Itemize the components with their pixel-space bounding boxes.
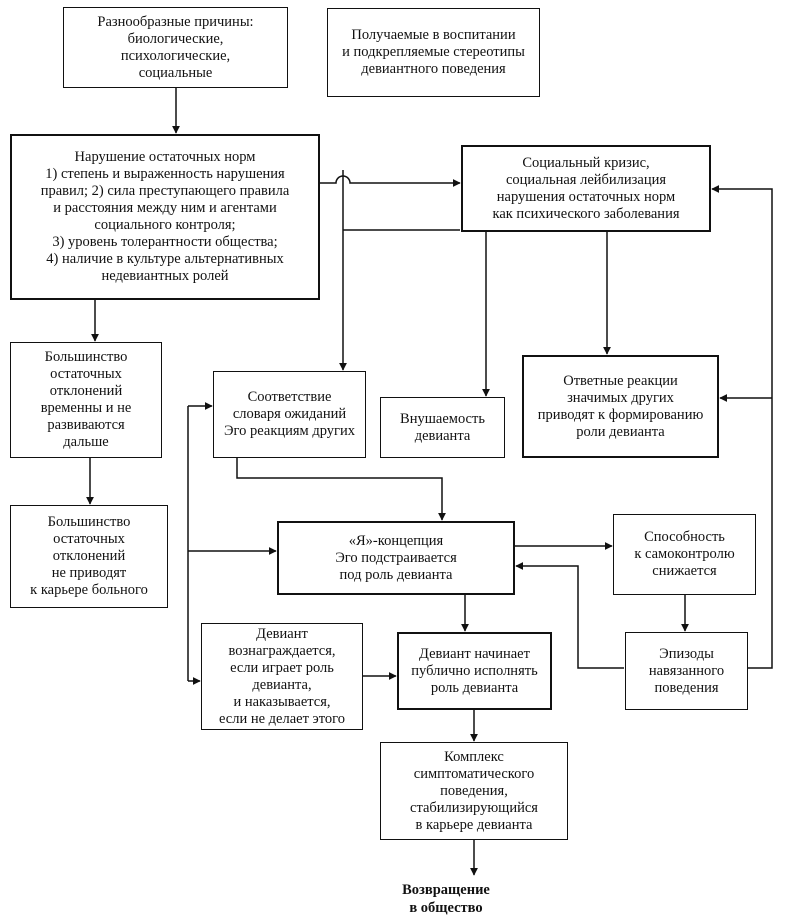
node-conformity: Соответствие словаря ожиданий Эго реакци…: [213, 371, 366, 458]
node-selfcontrol-line: Способность: [644, 529, 725, 545]
node-no-career-line: остаточных: [53, 531, 125, 547]
node-stereotypes-line: Получаемые в воспитании: [351, 27, 516, 43]
node-reactions: Ответные реакции значимых других приводя…: [522, 355, 719, 458]
node-violation-line: Нарушение остаточных норм: [74, 149, 256, 165]
node-complex: Комплекс симптоматического поведения, ст…: [380, 742, 568, 840]
node-reactions-line: роли девианта: [576, 423, 665, 440]
node-suggest: Внушаемость девианта: [380, 397, 505, 458]
node-rewarded-line: если играет роль: [230, 659, 334, 676]
node-no-career-line: к карьере больного: [30, 582, 148, 598]
node-temporary-line: дальше: [63, 434, 109, 450]
node-selfcontrol: Способность к самоконтролю снижается: [613, 514, 756, 595]
node-violation-line: 4) наличие в культуре альтернативных: [46, 251, 284, 267]
node-self-concept: «Я»-концепция Эго подстраивается под рол…: [277, 521, 515, 595]
node-reactions-line: приводят к формированию: [537, 406, 704, 423]
node-violation-line: и расстояния между ним и агентами: [53, 200, 277, 216]
node-public-line: публично исполнять: [411, 662, 538, 679]
node-suggest-line: девианта: [414, 427, 471, 444]
node-public-line: роль девианта: [430, 679, 519, 696]
node-episodes-line: навязанного: [648, 662, 725, 679]
node-rewarded: Девиант вознаграждается, если играет рол…: [201, 623, 363, 730]
node-self-concept-line: под роль девианта: [339, 566, 453, 583]
node-selfcontrol-line: снижается: [652, 563, 717, 579]
node-crisis-line: нарушения остаточных норм: [496, 188, 676, 205]
node-causes-line: Разнообразные причины:: [97, 13, 254, 30]
node-public-line: Девиант начинает: [419, 645, 530, 662]
node-reactions-line: Ответные реакции: [563, 372, 678, 389]
node-crisis-line: как психического заболевания: [492, 205, 680, 222]
final-outcome-line: в общество: [409, 900, 483, 916]
node-conformity-line: Эго реакциям других: [223, 423, 355, 439]
final-outcome-label: Возвращение в общество: [386, 881, 506, 917]
node-stereotypes: Получаемые в воспитании и подкрепляемые …: [327, 8, 540, 97]
node-conformity-line: Соответствие: [247, 389, 332, 405]
node-complex-line: стабилизирующийся: [410, 799, 538, 816]
node-violation-line: недевиантных ролей: [101, 268, 229, 284]
node-public: Девиант начинает публично исполнять роль…: [397, 632, 552, 710]
node-complex-line: поведения,: [440, 782, 508, 799]
node-stereotypes-line: и подкрепляемые стереотипы: [342, 44, 525, 60]
node-no-career-line: не приводят: [51, 565, 127, 581]
node-temporary-line: отклонений: [49, 383, 123, 399]
edge-episodes-crisis: [711, 185, 773, 669]
node-complex-line: в карьере девианта: [415, 816, 533, 833]
node-stereotypes-line: девиантного поведения: [361, 61, 506, 77]
node-temporary-line: развиваются: [47, 417, 125, 433]
node-complex-line: Комплекс: [444, 748, 504, 765]
node-rewarded-line: девианта,: [252, 676, 312, 693]
node-crisis-line: Социальный кризис,: [522, 154, 650, 171]
node-suggest-line: Внушаемость: [400, 410, 485, 427]
node-no-career: Большинство остаточных отклонений не при…: [10, 505, 168, 608]
node-no-career-line: Большинство: [47, 514, 131, 530]
node-causes-line: психологические,: [120, 47, 231, 64]
node-violation-line: социального контроля;: [94, 217, 236, 233]
node-rewarded-line: если не делает этого: [218, 710, 345, 727]
node-rewarded-line: вознаграждается,: [228, 642, 336, 659]
node-rewarded-line: Девиант: [256, 625, 308, 642]
node-episodes-line: поведения: [654, 679, 719, 696]
final-outcome-line: Возвращение: [402, 882, 490, 898]
node-crisis-line: социальная лейбилизация: [505, 171, 667, 188]
node-self-concept-line: «Я»-концепция: [348, 532, 444, 549]
node-causes: Разнообразные причины: биологические, пс…: [63, 7, 288, 88]
edge-violation-crisis: [320, 175, 461, 187]
node-temporary-line: временны и не: [40, 400, 132, 416]
node-violation: Нарушение остаточных норм 1) степень и в…: [10, 134, 320, 300]
node-temporary: Большинство остаточных отклонений времен…: [10, 342, 162, 458]
node-violation-line: 3) уровень толерантности общества;: [52, 234, 278, 250]
node-temporary-line: остаточных: [50, 366, 122, 382]
node-reactions-line: значимых других: [567, 389, 674, 406]
node-crisis: Социальный кризис, социальная лейбилизац…: [461, 145, 711, 232]
node-conformity-line: словаря ожиданий: [232, 406, 347, 422]
node-violation-line: 1) степень и выраженность нарушения: [45, 166, 285, 182]
node-self-concept-line: Эго подстраивается: [335, 549, 457, 566]
node-episodes-line: Эпизоды: [659, 645, 714, 662]
node-temporary-line: Большинство: [44, 349, 128, 365]
node-no-career-line: отклонений: [52, 548, 126, 564]
edge-episodes-self: [515, 562, 624, 669]
node-complex-line: симптоматического: [413, 765, 535, 782]
node-selfcontrol-line: к самоконтролю: [634, 546, 735, 562]
edge-crisis-conformity: [343, 170, 460, 370]
node-causes-line: социальные: [138, 64, 213, 81]
node-violation-line: правил; 2) сила преступающего правила: [40, 183, 290, 199]
node-rewarded-line: и наказывается,: [233, 693, 331, 710]
node-episodes: Эпизоды навязанного поведения: [625, 632, 748, 710]
edge-merge-self: [236, 458, 446, 521]
node-causes-line: биологические,: [127, 30, 224, 47]
